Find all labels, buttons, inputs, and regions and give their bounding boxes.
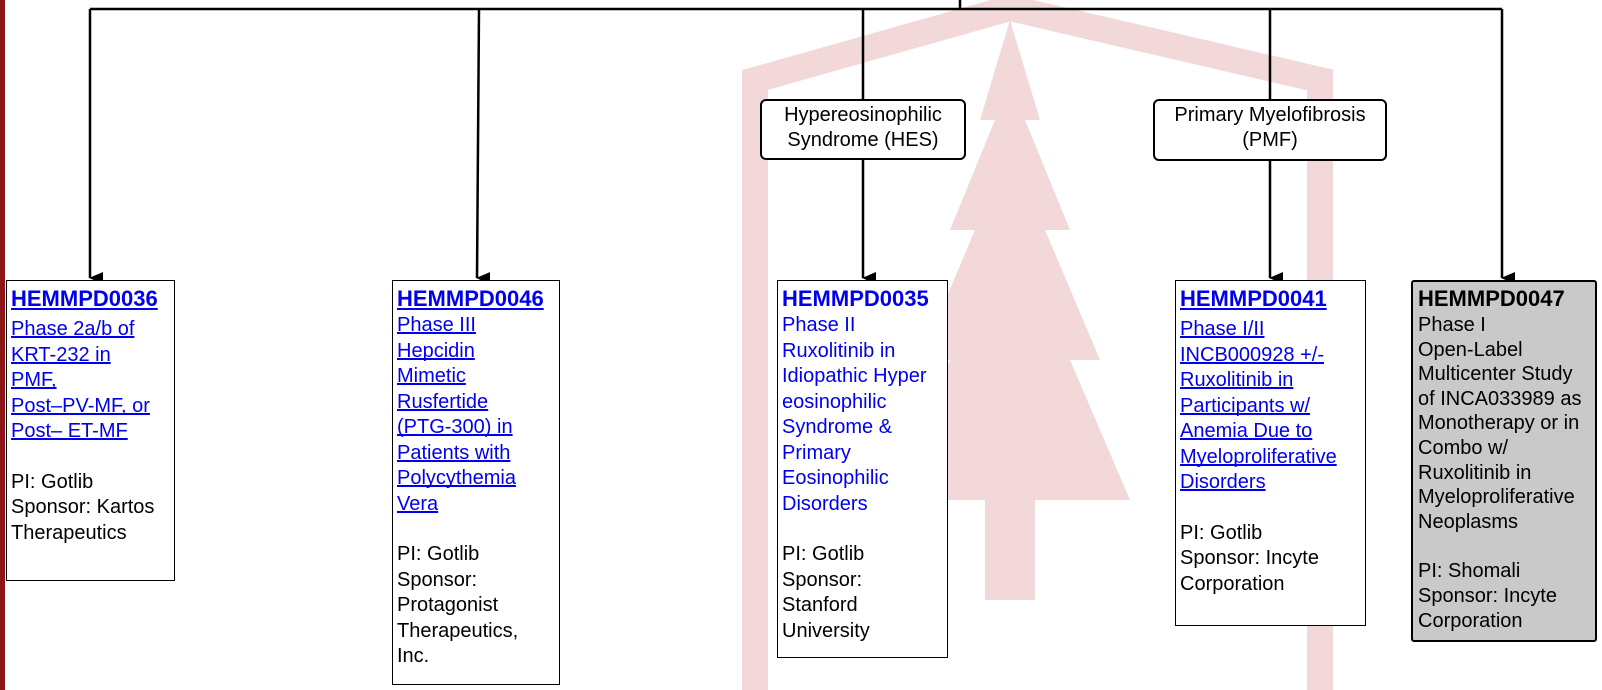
pi-text: PI: Gotlib xyxy=(11,470,94,493)
trial-card-hemmpd0036: HEMMPD0036 Phase 2a/b of KRT-232 in PMF,… xyxy=(6,280,175,581)
trial-meta: PI: Gotlib Sponsor: Protagonist Therapeu… xyxy=(397,542,555,670)
title-line: Myeloproliferative xyxy=(1418,486,1575,509)
title-line: Mimetic xyxy=(397,365,466,387)
pi-text: PI: Shomali xyxy=(1418,560,1521,583)
sponsor-text: Sponsor: Incyte xyxy=(1180,547,1319,569)
trial-title-link[interactable]: Phase III Hepcidin Mimetic Rusfertide (P… xyxy=(397,313,555,517)
sponsor-text: Sponsor: Kartos xyxy=(11,496,155,518)
trial-title-link[interactable]: Phase II Ruxolitinib in Idiopathic Hyper… xyxy=(782,313,943,517)
title-line: Combo w/ xyxy=(1418,436,1509,459)
trial-title: Phase I Open-Label Multicenter Study of … xyxy=(1418,313,1590,534)
diagnosis-box-hes: Hypereosinophilic Syndrome (HES) xyxy=(760,99,966,160)
title-line: Post–PV-MF, or xyxy=(11,394,150,417)
sponsor-text: Inc. xyxy=(397,645,430,667)
title-line: (PTG-300) in xyxy=(397,416,513,438)
title-line: Myeloproliferative xyxy=(1180,445,1337,468)
title-line: Phase I/II xyxy=(1180,318,1265,340)
trial-card-hemmpd0041: HEMMPD0041 Phase I/II INCB000928 +/- Rux… xyxy=(1175,280,1366,626)
title-line: Primary xyxy=(782,441,851,464)
title-line: Neoplasms xyxy=(1418,510,1519,533)
diagnosis-label: Primary Myelofibrosis (PMF) xyxy=(1174,104,1366,151)
sponsor-text: Therapeutics, xyxy=(397,619,519,642)
sponsor-text: Sponsor: xyxy=(782,568,863,591)
pi-text: PI: Gotlib xyxy=(1180,521,1263,544)
trial-meta: PI: Gotlib Sponsor: Incyte Corporation xyxy=(1180,521,1361,598)
title-line: Syndrome & xyxy=(782,416,893,438)
title-line: KRT-232 in xyxy=(11,343,111,366)
trial-code-link[interactable]: HEMMPD0035 xyxy=(782,286,929,311)
trial-meta: PI: Shomali Sponsor: Incyte Corporation xyxy=(1418,559,1590,633)
title-line: Anemia Due to xyxy=(1180,420,1313,442)
trial-code-link[interactable]: HEMMPD0041 xyxy=(1180,286,1327,311)
title-line: Phase I xyxy=(1418,314,1486,336)
diagnosis-label: Hypereosinophilic Syndrome (HES) xyxy=(784,104,942,151)
title-line: Participants w/ xyxy=(1180,394,1311,417)
trial-code-link[interactable]: HEMMPD0036 xyxy=(11,286,158,311)
title-line: Disorders xyxy=(782,492,868,515)
trial-code: HEMMPD0047 xyxy=(1418,286,1565,311)
title-line: INCB000928 +/- xyxy=(1180,343,1324,366)
title-line: Ruxolitinib in xyxy=(1180,369,1294,391)
title-line: Post– ET-MF xyxy=(11,420,128,442)
trial-code-link[interactable]: HEMMPD0046 xyxy=(397,286,544,311)
trial-meta: PI: Gotlib Sponsor: Stanford University xyxy=(782,542,943,644)
trial-card-hemmpd0047: HEMMPD0047 Phase I Open-Label Multicente… xyxy=(1411,280,1597,642)
sponsor-text: Corporation xyxy=(1180,572,1285,595)
title-line: Ruxolitinib in xyxy=(1418,461,1532,484)
title-line: Idiopathic Hyper xyxy=(782,365,927,387)
trial-meta: PI: Gotlib Sponsor: Kartos Therapeutics xyxy=(11,470,170,547)
title-line: Polycythemia xyxy=(397,467,516,489)
sponsor-text: Sponsor: xyxy=(397,568,478,591)
trial-card-hemmpd0035: HEMMPD0035 Phase II Ruxolitinib in Idiop… xyxy=(777,280,948,658)
title-line: PMF, xyxy=(11,369,57,391)
trial-card-hemmpd0046: HEMMPD0046 Phase III Hepcidin Mimetic Ru… xyxy=(392,280,560,685)
left-accent-bar xyxy=(0,0,5,690)
title-line: Open-Label xyxy=(1418,338,1523,361)
sponsor-text: Therapeutics xyxy=(11,521,127,544)
title-line: Hepcidin xyxy=(397,339,475,362)
trial-title-link[interactable]: Phase 2a/b of KRT-232 in PMF, Post–PV-MF… xyxy=(11,317,170,445)
title-line: eosinophilic xyxy=(782,390,887,413)
title-line: Phase II xyxy=(782,314,856,336)
title-line: Rusfertide xyxy=(397,390,489,413)
sponsor-text: Stanford xyxy=(782,594,858,616)
title-line: Phase III xyxy=(397,314,476,336)
title-line: Monotherapy or in xyxy=(1418,412,1580,435)
title-line: Patients with xyxy=(397,441,511,464)
title-line: of INCA033989 as xyxy=(1418,387,1582,410)
title-line: Ruxolitinib in xyxy=(782,339,896,362)
trial-title-link[interactable]: Phase I/II INCB000928 +/- Ruxolitinib in… xyxy=(1180,317,1361,496)
title-line: Disorders xyxy=(1180,471,1266,493)
title-line: Phase 2a/b of xyxy=(11,318,135,340)
sponsor-text: Corporation xyxy=(1418,609,1523,632)
pi-text: PI: Gotlib xyxy=(782,543,865,565)
sponsor-text: Sponsor: Incyte xyxy=(1418,584,1557,607)
pi-text: PI: Gotlib xyxy=(397,543,480,565)
title-line: Eosinophilic xyxy=(782,467,889,489)
sponsor-text: Protagonist xyxy=(397,594,499,616)
sponsor-text: University xyxy=(782,619,870,642)
diagnosis-box-pmf: Primary Myelofibrosis (PMF) xyxy=(1153,99,1387,161)
title-line: Multicenter Study xyxy=(1418,363,1573,386)
title-line: Vera xyxy=(397,492,439,515)
